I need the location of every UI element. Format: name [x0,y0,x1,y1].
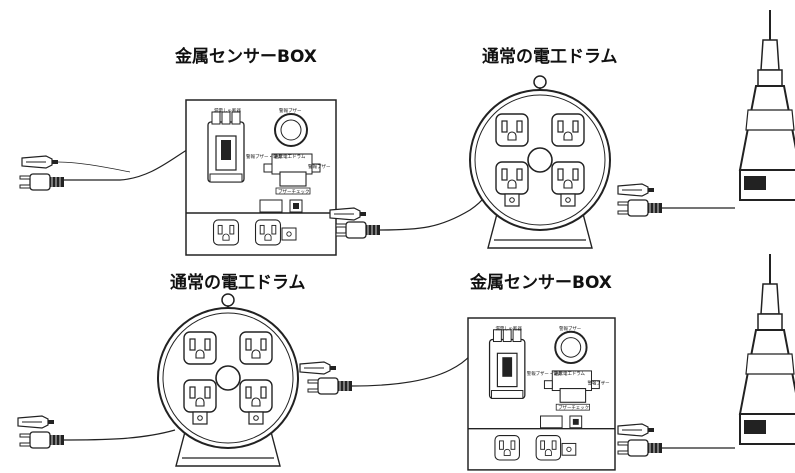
sensor-box-top: 漏電しゃ断器 警報ブザー 警報ブザー・電源 通常電工ドラム 警報ブザー ブザーチ… [186,100,336,255]
title-bottom-left: 通常の電工ドラム [170,272,306,293]
plug-bottom-left [19,431,65,449]
clip-top-right [617,183,655,197]
clip-bottom-right [617,423,655,437]
label-switch-left-bottom: 警報ブザー・電源 [527,370,563,377]
title-top-right: 通常の電工ドラム [482,46,618,67]
label-leakage-bottom: 漏電しゃ断器 [495,325,522,332]
label-switch-right-bottom: 警報ブザー [588,380,610,387]
sensor-box-bottom: 漏電しゃ断器 警報ブザー 警報ブザー・電源 通常電工ドラム 警報ブザー ブザーチ… [468,318,615,470]
clip-top-left [21,155,59,169]
title-bottom-right: 金属センサーBOX [469,272,612,293]
plug-top-left [19,173,65,191]
plug-bottom-right [617,439,663,457]
clip-top-mid [329,207,367,221]
label-buzzer-top: 警報ブザー [279,107,302,114]
label-leakage-top: 漏電しゃ断器 [214,107,241,114]
plug-top-mid [335,221,381,239]
label-check-top: ブザーチェック [278,188,310,195]
cord-reel-bottom [158,294,298,466]
title-top-left: 金属センサーBOX [174,46,317,67]
clip-bottom-left [17,415,55,429]
cord-bottom-mid [351,339,481,387]
plug-top-right [617,199,663,217]
label-switch-right-top: 警報ブザー [308,163,331,170]
clip-bottom-mid [299,361,337,375]
cord-bottom-left [59,429,176,441]
label-switch-mid-top: 通常電工ドラム [274,153,306,160]
plug-bottom-mid [307,377,353,395]
label-check-bottom: ブザーチェック [558,404,589,411]
torch-top [739,9,795,201]
label-buzzer-bottom: 警報ブザー [559,325,581,332]
cord-top-left [60,147,191,181]
label-switch-left-top: 警報ブザー・電源 [246,153,282,160]
ground-wire-top-left [57,161,131,173]
label-switch-mid-bottom: 通常電工ドラム [554,370,585,377]
cord-reel-top [470,76,610,248]
torch-bottom [739,253,795,445]
